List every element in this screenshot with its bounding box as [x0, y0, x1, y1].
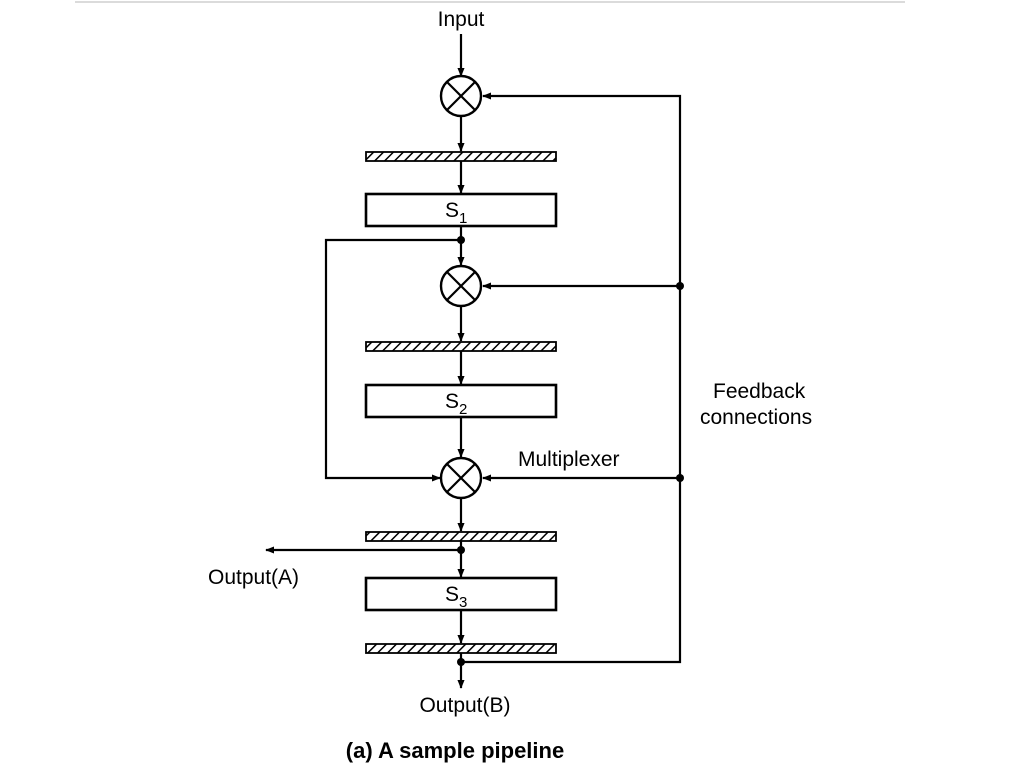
stage-s2-index: 2: [459, 401, 467, 418]
stage-s3-index: 3: [459, 594, 467, 611]
input-label: Input: [438, 8, 485, 31]
output-a-label: Output(A): [208, 566, 299, 589]
latch-4: [365, 643, 557, 654]
latch-1: [365, 151, 557, 162]
multiplexer-3: [439, 456, 483, 500]
feedback-label-line1: Feedback: [713, 380, 806, 403]
stage-s1: S1: [364, 192, 558, 228]
stage-s3-letter: S: [445, 583, 459, 606]
caption: (a) A sample pipeline: [346, 738, 564, 763]
feedback-junction-mux2: [676, 282, 684, 290]
stage-s2: S2: [364, 383, 558, 419]
feedback-label-line2: connections: [700, 406, 812, 429]
stage-s1-letter: S: [445, 199, 459, 222]
latch-2: [365, 341, 557, 352]
stage-s1-index: 1: [459, 210, 467, 227]
svg-text:S1: S1: [445, 199, 467, 227]
multiplexer-2: [439, 264, 483, 308]
stage-s2-letter: S: [445, 390, 459, 413]
latch-3: [365, 531, 557, 542]
svg-text:S3: S3: [445, 583, 467, 611]
svg-text:S2: S2: [445, 390, 467, 418]
multiplexer-label: Multiplexer: [518, 448, 620, 471]
stage-s3: S3: [364, 576, 558, 612]
multiplexer-1: [439, 74, 483, 118]
output-b-label: Output(B): [419, 694, 510, 717]
feedback-junction-mux3: [676, 474, 684, 482]
feedback-main-line: [461, 92, 682, 664]
bypass-connection: [324, 238, 461, 482]
